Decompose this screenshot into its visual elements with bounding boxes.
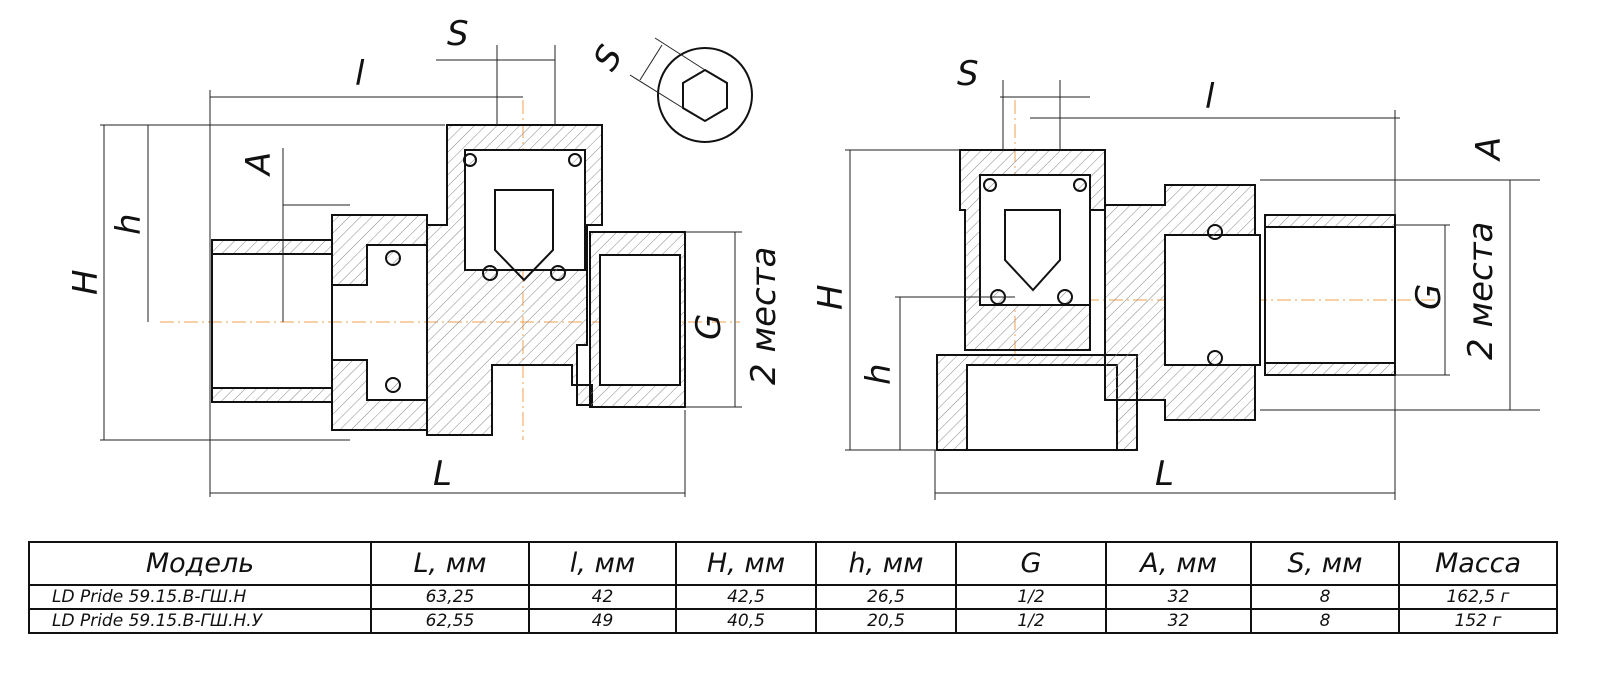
left-label-l-big: L xyxy=(433,454,452,494)
left-label-h-big: H xyxy=(66,269,106,295)
right-label-h-small: h xyxy=(859,363,899,385)
header-model: Модель xyxy=(28,541,372,586)
right-label-l-small: l xyxy=(1205,77,1215,117)
table-row: LD Pride 59.15.В-ГШ.Н 63,25 42 42,5 26,5… xyxy=(28,584,1558,610)
cell-mass: 152 г xyxy=(1398,608,1558,634)
cell-h: 20,5 xyxy=(815,608,957,634)
cell-A: 32 xyxy=(1105,584,1252,610)
table-row: LD Pride 59.15.В-ГШ.Н.У 62,55 49 40,5 20… xyxy=(28,608,1558,634)
right-valve-view: S l A H h G 2 места L xyxy=(811,54,1540,500)
cell-h: 26,5 xyxy=(815,584,957,610)
left-valve-view: S l A h H G 2 места L xyxy=(66,14,784,497)
header-S: S, мм xyxy=(1250,541,1400,586)
header-h: h, мм xyxy=(815,541,957,586)
right-label-g: G xyxy=(1409,284,1449,310)
cell-G: 1/2 xyxy=(955,608,1107,634)
header-A: A, мм xyxy=(1105,541,1252,586)
cell-model: LD Pride 59.15.В-ГШ.Н xyxy=(28,584,372,610)
right-label-s: S xyxy=(957,54,979,94)
cell-S: 8 xyxy=(1250,608,1400,634)
right-label-l-big: L xyxy=(1155,454,1174,494)
left-label-places: 2 места xyxy=(744,247,784,385)
header-l: l, мм xyxy=(528,541,677,586)
cell-L: 63,25 xyxy=(370,584,530,610)
cell-G: 1/2 xyxy=(955,584,1107,610)
right-label-h-big: H xyxy=(811,284,851,310)
table-header-row: Модель L, мм l, мм H, мм h, мм G A, мм S… xyxy=(28,541,1558,586)
header-H: H, мм xyxy=(675,541,817,586)
header-L: L, мм xyxy=(370,541,530,586)
cell-H: 40,5 xyxy=(675,608,817,634)
cell-A: 32 xyxy=(1105,608,1252,634)
left-label-s: S xyxy=(447,14,469,54)
right-label-a: A xyxy=(1469,137,1509,162)
cell-mass: 162,5 г xyxy=(1398,584,1558,610)
cell-l: 49 xyxy=(528,608,677,634)
cell-model: LD Pride 59.15.В-ГШ.Н.У xyxy=(28,608,372,634)
left-label-l-small: l xyxy=(355,54,365,94)
cell-H: 42,5 xyxy=(675,584,817,610)
cell-S: 8 xyxy=(1250,584,1400,610)
header-mass: Масса xyxy=(1398,541,1558,586)
header-G: G xyxy=(955,541,1107,586)
right-label-places: 2 места xyxy=(1461,222,1501,360)
hex-label-s: S xyxy=(586,39,631,78)
cell-l: 42 xyxy=(528,584,677,610)
hex-detail: S xyxy=(586,37,753,143)
left-label-h-small: h xyxy=(109,213,149,235)
technical-drawing: S l A h H G 2 места L S xyxy=(66,14,1540,500)
left-label-g: G xyxy=(689,314,729,340)
left-label-a: A xyxy=(239,152,279,177)
specifications-table: Модель L, мм l, мм H, мм h, мм G A, мм S… xyxy=(28,541,1558,634)
cell-L: 62,55 xyxy=(370,608,530,634)
